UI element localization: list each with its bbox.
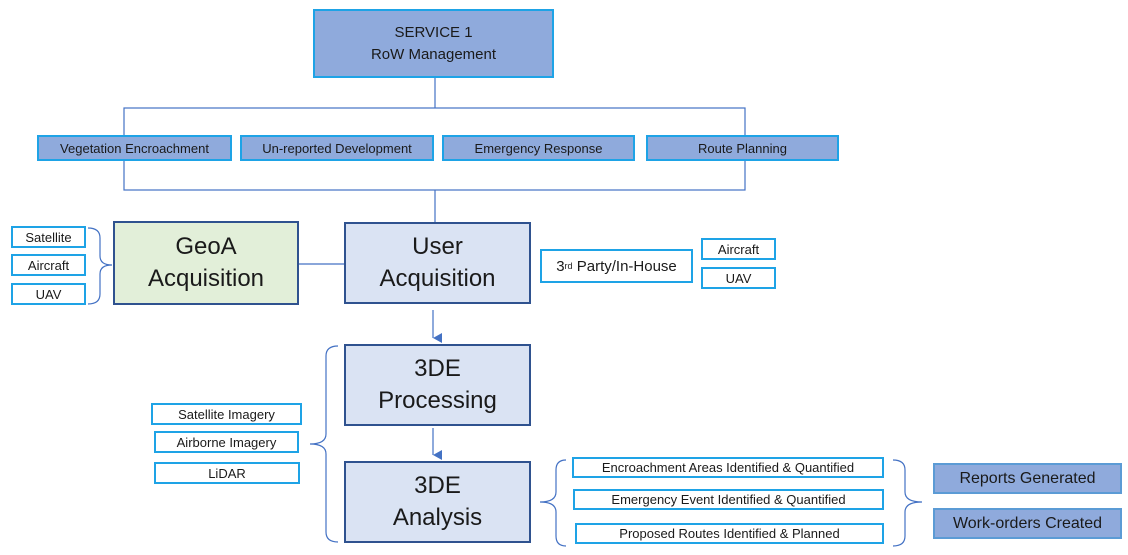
imagery-sources-brace (309, 345, 339, 543)
analysis-line1: 3DE (414, 472, 461, 499)
geoa-acquisition-box: GeoA Acquisition (113, 221, 299, 305)
geoa-source-aircraft: Aircraft (11, 254, 86, 276)
result-proposed-routes: Proposed Routes Identified & Planned (575, 523, 884, 544)
user-acquisition-box: User Acquisition (344, 222, 531, 304)
service-title: SERVICE 1 (394, 23, 473, 41)
analysis-box: 3DE Analysis (344, 461, 531, 543)
service-subtitle: RoW Management (370, 45, 497, 63)
analysis-left-brace (539, 459, 567, 547)
geoa-acquisition-line1: GeoA (175, 233, 237, 260)
processing-line2: Processing (378, 387, 497, 414)
processing-line1: 3DE (414, 355, 461, 382)
third-party-rest: Party/In-House (572, 257, 677, 275)
geoa-source-satellite: Satellite (11, 226, 86, 248)
analysis-line2: Analysis (392, 504, 483, 531)
user-source-aircraft: Aircraft (701, 238, 776, 260)
imagery-source-airborne-imagery: Airborne Imagery (154, 431, 299, 453)
imagery-source-lidar: LiDAR (154, 462, 300, 484)
user-acquisition-line1: User (412, 233, 463, 260)
geoa-acquisition-line2: Acquisition (147, 265, 265, 292)
category-emergency-response: Emergency Response (442, 135, 635, 161)
output-reports-generated: Reports Generated (933, 463, 1122, 494)
result-emergency-event: Emergency Event Identified & Quantified (573, 489, 884, 510)
third-party-prefix: 3 (556, 257, 565, 275)
result-encroachment-areas: Encroachment Areas Identified & Quantifi… (572, 457, 884, 478)
processing-box: 3DE Processing (344, 344, 531, 426)
output-work-orders-created: Work-orders Created (933, 508, 1122, 539)
category-route-planning: Route Planning (646, 135, 839, 161)
analysis-right-brace (892, 459, 923, 547)
user-acquisition-line2: Acquisition (379, 265, 496, 292)
user-source-uav: UAV (701, 267, 776, 289)
geoa-sources-brace (87, 227, 113, 305)
service-box: SERVICE 1 RoW Management (313, 9, 554, 78)
category-vegetation-encroachment: Vegetation Encroachment (37, 135, 232, 161)
category-unreported-development: Un-reported Development (240, 135, 434, 161)
imagery-source-satellite-imagery: Satellite Imagery (151, 403, 302, 425)
third-party-sup: rd (564, 261, 573, 271)
geoa-source-uav: UAV (11, 283, 86, 305)
